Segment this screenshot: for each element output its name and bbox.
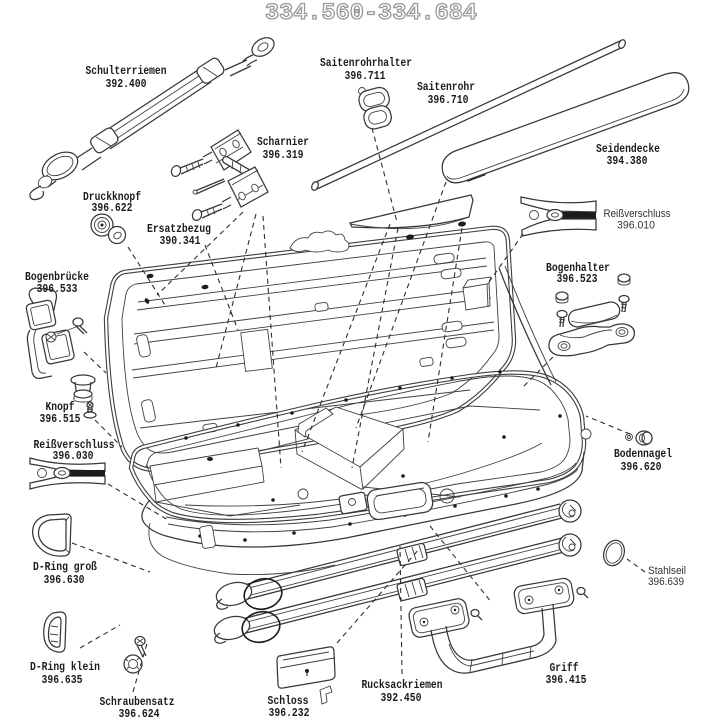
svg-text:396.319: 396.319 <box>263 148 304 162</box>
svg-text:396.639: 396.639 <box>648 576 684 588</box>
svg-text:Reißverschluss: Reißverschluss <box>34 438 115 452</box>
svg-text:390.341: 390.341 <box>160 234 201 248</box>
svg-text:396.010: 396.010 <box>617 220 655 232</box>
svg-text:396.515: 396.515 <box>40 412 81 426</box>
svg-text:D-Ring groß: D-Ring groß <box>33 560 97 574</box>
svg-text:Stahlseil: Stahlseil <box>648 565 686 577</box>
svg-text:396.710: 396.710 <box>428 93 469 107</box>
svg-text:392.400: 392.400 <box>106 77 147 91</box>
svg-text:Saitenrohr: Saitenrohr <box>417 80 475 94</box>
svg-text:Seidendecke: Seidendecke <box>596 142 660 156</box>
svg-text:Ersatzbezug: Ersatzbezug <box>147 222 211 236</box>
svg-text:396.622: 396.622 <box>92 201 133 215</box>
svg-text:Schulterriemen: Schulterriemen <box>86 64 167 78</box>
svg-text:D-Ring klein: D-Ring klein <box>30 660 100 674</box>
svg-text:Bogenbrücke: Bogenbrücke <box>25 270 89 284</box>
svg-text:392.450: 392.450 <box>381 691 422 705</box>
svg-text:396.415: 396.415 <box>546 673 587 687</box>
svg-text:Bogenhalter: Bogenhalter <box>546 261 610 275</box>
svg-text:396.630: 396.630 <box>44 573 85 587</box>
svg-text:Schloss: Schloss <box>268 694 309 708</box>
svg-text:Reißverschluss: Reißverschluss <box>604 208 671 220</box>
svg-text:Griff: Griff <box>550 661 579 675</box>
svg-text:Bodennagel: Bodennagel <box>614 447 672 461</box>
svg-text:Schraubensatz: Schraubensatz <box>100 695 175 709</box>
svg-text:Rucksackriemen: Rucksackriemen <box>362 678 443 692</box>
svg-text:Saitenrohrhalter: Saitenrohrhalter <box>320 56 412 70</box>
svg-text:394.380: 394.380 <box>607 154 648 168</box>
svg-text:396.523: 396.523 <box>557 272 598 286</box>
svg-text:396.030: 396.030 <box>53 449 94 463</box>
svg-text:396.635: 396.635 <box>42 673 83 687</box>
svg-text:334.560-334.684: 334.560-334.684 <box>265 0 477 26</box>
svg-text:Scharnier: Scharnier <box>257 135 309 149</box>
svg-text:396.711: 396.711 <box>345 69 386 83</box>
svg-text:Druckknopf: Druckknopf <box>83 190 141 204</box>
svg-text:Knopf: Knopf <box>46 400 75 414</box>
svg-text:396.624: 396.624 <box>119 707 160 720</box>
svg-text:396.620: 396.620 <box>621 460 662 474</box>
svg-text:396.232: 396.232 <box>269 706 310 720</box>
svg-text:396.533: 396.533 <box>37 282 78 296</box>
